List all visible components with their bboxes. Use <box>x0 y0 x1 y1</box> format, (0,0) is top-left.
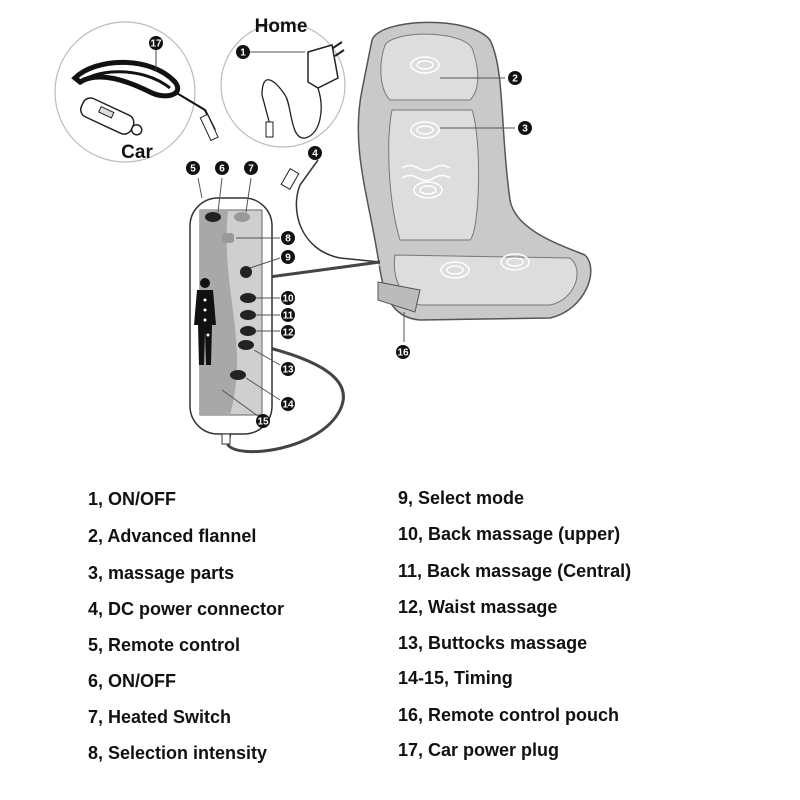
timer-button <box>230 370 246 380</box>
body-figure-icon <box>194 278 216 365</box>
legend-item: 7, Heated Switch <box>88 707 232 727</box>
callout-circle <box>281 291 295 305</box>
callout-circle <box>281 231 295 245</box>
legend-item: 3, massage parts <box>88 563 235 583</box>
callout-circle <box>308 146 322 160</box>
car-plug-illustration: Car <box>54 21 219 163</box>
product-diagram: Car Home <box>54 0 592 454</box>
legend-item: 16, Remote control pouch <box>398 705 620 725</box>
callout-9: 9 <box>281 250 295 264</box>
callout-number: 15 <box>257 417 269 428</box>
callout-number: 12 <box>282 328 294 339</box>
legend-item: 17, Car power plug <box>398 740 560 760</box>
legend-item: 4, DC power connector <box>88 599 285 619</box>
callout-number: 6 <box>219 164 225 175</box>
home-label: Home <box>255 16 308 37</box>
callout-17: 17 <box>149 36 163 50</box>
callout-circle <box>256 414 270 428</box>
callout-number: 16 <box>397 348 409 359</box>
heat-button <box>234 212 250 222</box>
callout-number: 9 <box>285 253 291 264</box>
callout-circle <box>186 161 200 175</box>
callout-circle <box>236 45 250 59</box>
callout-8: 8 <box>281 231 295 245</box>
car-plug-icon <box>79 97 143 136</box>
callout-number: 14 <box>282 400 294 411</box>
callout-circle <box>518 121 532 135</box>
legend-item: 2, Advanced flannel <box>88 526 257 546</box>
power-button <box>205 212 221 222</box>
home-adapter-illustration: Home <box>220 0 346 148</box>
intensity-button <box>222 233 234 243</box>
callout-number: 7 <box>248 164 254 175</box>
callout-circle <box>244 161 258 175</box>
callout-5: 5 <box>186 161 200 175</box>
callout-circle <box>281 308 295 322</box>
callout-10: 10 <box>281 291 295 305</box>
legend-item: 1, ON/OFF <box>88 489 177 509</box>
callout-15: 15 <box>256 414 270 428</box>
legend-item: 10, Back massage (upper) <box>398 524 621 544</box>
callout-16: 16 <box>396 345 410 359</box>
legend-item: 13, Buttocks massage <box>398 633 588 653</box>
remote-control <box>189 177 281 445</box>
callout-7: 7 <box>244 161 258 175</box>
mode-button <box>240 266 252 278</box>
massage-seat-cushion <box>357 21 592 342</box>
callout-14: 14 <box>281 397 295 411</box>
callout-number: 1 <box>240 48 246 59</box>
callout-number: 10 <box>282 294 294 305</box>
callout-circle <box>215 161 229 175</box>
callout-number: 13 <box>282 365 294 376</box>
callout-circle <box>149 36 163 50</box>
callout-circle <box>281 325 295 339</box>
legend-item: 12, Waist massage <box>398 597 558 617</box>
callout-circle <box>508 71 522 85</box>
callout-1: 1 <box>236 45 250 59</box>
legend-item: 8, Selection intensity <box>88 743 268 763</box>
remote-pouch <box>377 281 421 313</box>
callout-number: 17 <box>150 39 162 50</box>
callout-circle <box>281 397 295 411</box>
callout-circle <box>396 345 410 359</box>
callout-12: 12 <box>281 325 295 339</box>
callout-2: 2 <box>508 71 522 85</box>
callout-number: 3 <box>522 124 528 135</box>
callout-circle <box>281 362 295 376</box>
callout-circle <box>281 250 295 264</box>
callout-number: 5 <box>190 164 196 175</box>
callout-3: 3 <box>518 121 532 135</box>
callout-number: 4 <box>312 149 318 160</box>
callout-number: 2 <box>512 74 518 85</box>
wall-adapter-icon <box>307 41 345 89</box>
massage-node-icons <box>401 56 530 279</box>
callout-4: 4 <box>308 146 322 160</box>
callout-6: 6 <box>215 161 229 175</box>
legend-item: 11, Back massage (Central) <box>398 561 632 581</box>
legend-item: 5, Remote control <box>88 635 241 655</box>
legend-item: 9, Select mode <box>398 488 525 508</box>
callout-number: 11 <box>283 311 294 322</box>
callout-13: 13 <box>281 362 295 376</box>
callout-number: 8 <box>285 234 291 245</box>
legend-item: 14-15, Timing <box>398 668 513 688</box>
callout-11: 11 <box>281 308 295 322</box>
car-label: Car <box>121 142 153 163</box>
legend-item: 6, ON/OFF <box>88 671 177 691</box>
